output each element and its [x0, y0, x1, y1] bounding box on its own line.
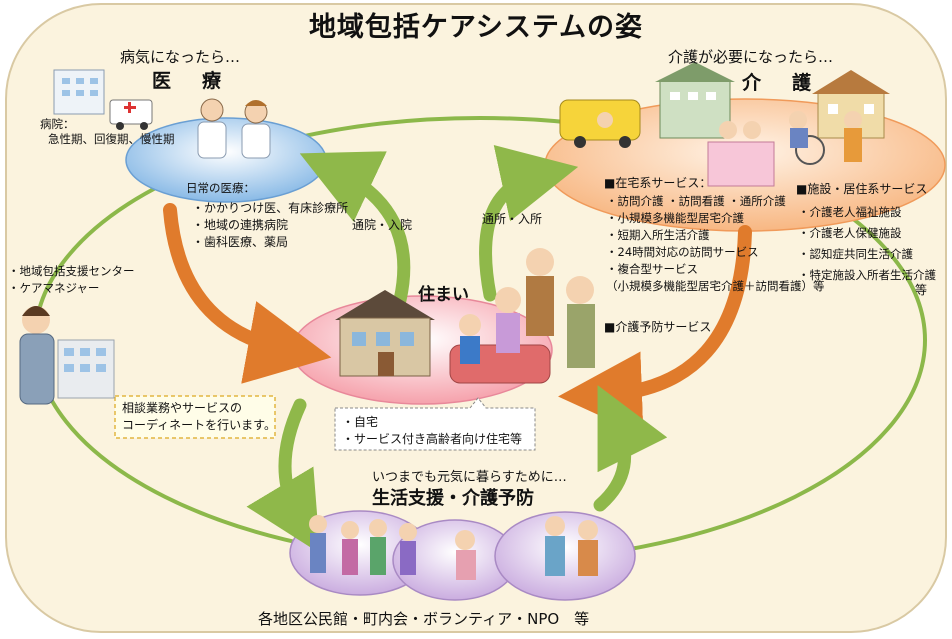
home-service-item: ・小規模多機能型居宅介護 [606, 211, 744, 225]
facility-service-item: ・特定施設入所者生活介護 [798, 268, 936, 282]
center-role-item: ・ケアマネジャー [8, 281, 100, 295]
daily-care-list: ・かかりつけ医、有床診療所 ・地域の連携病院 ・歯科医療、薬局 [192, 200, 348, 251]
home-types-list: ・自宅 ・サービス付き高齢者向け住宅等 [342, 414, 522, 448]
daily-care-label: 日常の医療： [186, 181, 255, 195]
community-organizations: 各地区公民館・町内会・ボランティア・NPO 等 [258, 610, 590, 628]
care-manager-icon [19, 306, 115, 405]
home-service-item: ・短期入所生活介護 [606, 228, 710, 242]
home-service-item: （小規模多機能型居宅介護＋訪問看護）等 [606, 279, 825, 293]
house-icon [335, 290, 435, 377]
care-facility-icon [655, 62, 735, 139]
home-service-item: ・複合型サービス [606, 262, 698, 276]
center-note-line: 相談業務やサービスの [122, 401, 243, 415]
arrow-medical-to-home [163, 203, 332, 384]
hospital-types: 急性期、回復期、慢性期 [48, 132, 175, 146]
daily-care-item: ・かかりつけ医、有床診療所 [192, 201, 349, 215]
family-sofa-icon [449, 248, 595, 384]
home-services-list: ・訪問介護 ・訪問看護 ・通所介護 ・小規模多機能型居宅介護 ・短期入所生活介護… [606, 193, 825, 295]
home-service-item: ・訪問介護 ・訪問看護 ・通所介護 [606, 194, 786, 208]
home-type-item: ・自宅 [342, 415, 379, 429]
hospital-label: 病院： [40, 117, 75, 131]
home-services-label: ■在宅系サービス： [604, 176, 712, 190]
care-heading: 介 護 [742, 72, 818, 94]
medical-heading: 医 療 [152, 70, 228, 92]
arrow-support-to-home [593, 385, 668, 512]
medical-subtitle: 病気になったら… [120, 48, 241, 66]
home-type-item: ・サービス付き高齢者向け住宅等 [342, 432, 523, 446]
facility-service-item: ・認知症共同生活介護 [798, 247, 913, 261]
facility-service-item: ・介護老人福祉施設 [798, 205, 902, 219]
community-people-icon [309, 515, 598, 580]
bath-care-icon [707, 121, 775, 187]
arrow-home-to-medical [299, 151, 411, 307]
center-note: 相談業務やサービスの コーディネートを行います。 [122, 400, 276, 434]
diagram-title: 地域包括ケアシステムの姿 [308, 12, 644, 43]
arrow-label-hospital: 通院・入院 [352, 218, 413, 232]
facility-service-item: ・介護老人保健施設 [798, 226, 902, 240]
hospital-icon [53, 69, 105, 115]
center-role-item: ・地域包括支援センター [8, 264, 135, 278]
wheelchair-elder-icon [789, 111, 862, 165]
arrow-home-to-support [246, 398, 321, 554]
wheelchair-van-icon [559, 99, 641, 148]
center-note-line: コーディネートを行います。 [122, 418, 276, 432]
support-heading: 生活支援・介護予防 [372, 488, 534, 509]
prevention-services-label: ■介護予防サービス [604, 320, 712, 334]
ambulance-icon [109, 99, 153, 130]
home-service-item: ・24時間対応の訪問サービス [606, 245, 759, 259]
support-subtitle: いつまでも元気に暮らすために… [372, 470, 567, 485]
daily-care-item: ・地域の連携病院 [192, 218, 289, 232]
facility-services-list: ・介護老人福祉施設 ・介護老人保健施設 ・認知症共同生活介護 ・特定施設入所者生… [798, 202, 936, 286]
arrow-home-to-care [479, 145, 579, 302]
facility-services-label: ■施設・居住系サービス [796, 182, 928, 196]
daily-care-item: ・歯科医療、薬局 [192, 235, 289, 249]
center-roles: ・地域包括支援センター ・ケアマネジャー [8, 263, 135, 297]
arrow-label-daycare: 通所・入所 [482, 212, 543, 226]
facility-services-suffix: 等 [915, 283, 928, 297]
home-label: 住まい [418, 285, 469, 305]
doctor-icon [197, 98, 271, 159]
care-subtitle: 介護が必要になったら… [668, 48, 834, 66]
